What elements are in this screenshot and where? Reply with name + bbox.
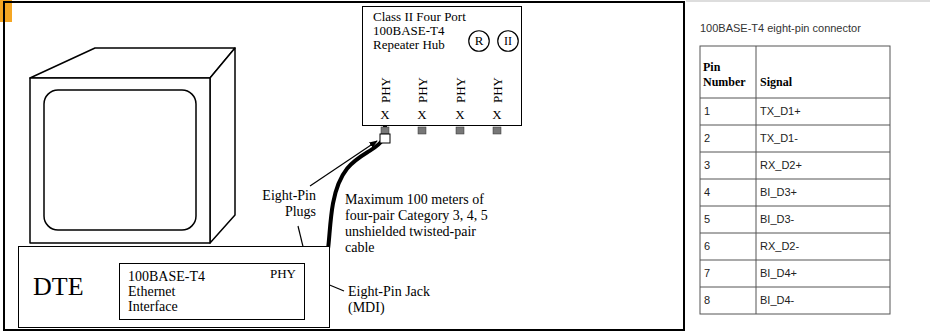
table-row-rule	[700, 125, 890, 126]
port-label: PHY	[490, 77, 505, 103]
callout-label: Eight-Pin Jack (MDI)	[348, 284, 448, 316]
pin-number: 5	[704, 213, 710, 226]
node-text: Class II Four Port 100BASE-T4 Repeater H…	[373, 10, 485, 52]
class-circle: II	[497, 30, 519, 52]
port-label: X	[380, 107, 389, 122]
table-row-rule	[700, 287, 890, 288]
port-label: PHY	[415, 77, 430, 103]
monitor-screen	[44, 90, 196, 230]
table-title: 100BASE-T4 eight-pin connector	[700, 22, 861, 35]
monitor-side	[210, 48, 235, 243]
table-header: Pin Number	[703, 60, 755, 90]
cable-note: Maximum 100 meters of four-pair Category…	[345, 192, 500, 256]
signal-name: RX_D2-	[760, 240, 799, 253]
pin-number: 8	[704, 294, 710, 307]
interface-box: 100BASE-T4 Ethernet Interface PHY	[119, 263, 305, 320]
panel-frame	[4, 2, 684, 330]
signal-name: TX_D1-	[760, 132, 798, 145]
eight-pin-plug	[380, 134, 390, 143]
table-grid	[700, 46, 890, 314]
dte-box: DTE 100BASE-T4 Ethernet Interface PHY	[18, 246, 330, 328]
node-text: II	[497, 30, 519, 52]
monitor-drawing	[30, 48, 235, 243]
repeater-circle: R	[468, 30, 490, 52]
hub-port	[418, 127, 426, 134]
pin-number: 7	[704, 267, 710, 280]
corner-mark	[0, 0, 12, 22]
port-label: PHY	[453, 77, 468, 103]
panel-rule	[686, 1, 930, 2]
table-row-rule	[700, 233, 890, 234]
table-row-rule	[700, 206, 890, 207]
port-label: X	[417, 107, 426, 122]
node-text: DTE	[33, 273, 84, 301]
node-text: 100BASE-T4 Ethernet Interface	[128, 269, 228, 314]
pin-number: 6	[704, 240, 710, 253]
circle-shape	[498, 31, 519, 52]
signal-name: BI_D4-	[760, 294, 794, 307]
port-label: PHY	[378, 77, 393, 103]
signal-name: BI_D3-	[760, 213, 794, 226]
pin-number: 1	[704, 105, 710, 118]
circle-shape	[469, 31, 490, 52]
monitor-top	[30, 48, 235, 78]
signal-name: BI_D3+	[760, 186, 797, 199]
hub-port	[493, 127, 501, 134]
hub-port	[381, 127, 389, 134]
monitor-front	[30, 78, 210, 243]
table-row-rule	[700, 152, 890, 153]
port-label: X	[455, 107, 464, 122]
table-row-rule	[700, 98, 890, 99]
table-row-rule	[700, 179, 890, 180]
hub-port	[456, 127, 464, 134]
node-text: PHY	[270, 267, 296, 281]
node-text: R	[468, 30, 490, 52]
pin-number: 2	[704, 132, 710, 145]
callout-label: Eight-Pin Plugs	[246, 188, 316, 220]
port-label: X	[492, 107, 501, 122]
pin-number: 4	[704, 186, 710, 199]
signal-name: RX_D2+	[760, 159, 802, 172]
table-column-rule	[756, 46, 757, 314]
table-border	[700, 46, 890, 314]
table-header: Signal	[760, 75, 792, 90]
signal-name: BI_D4+	[760, 267, 797, 280]
leader-line	[310, 141, 377, 186]
table-row-rule	[700, 260, 890, 261]
signal-name: TX_D1+	[760, 105, 801, 118]
pin-number: 3	[704, 159, 710, 172]
